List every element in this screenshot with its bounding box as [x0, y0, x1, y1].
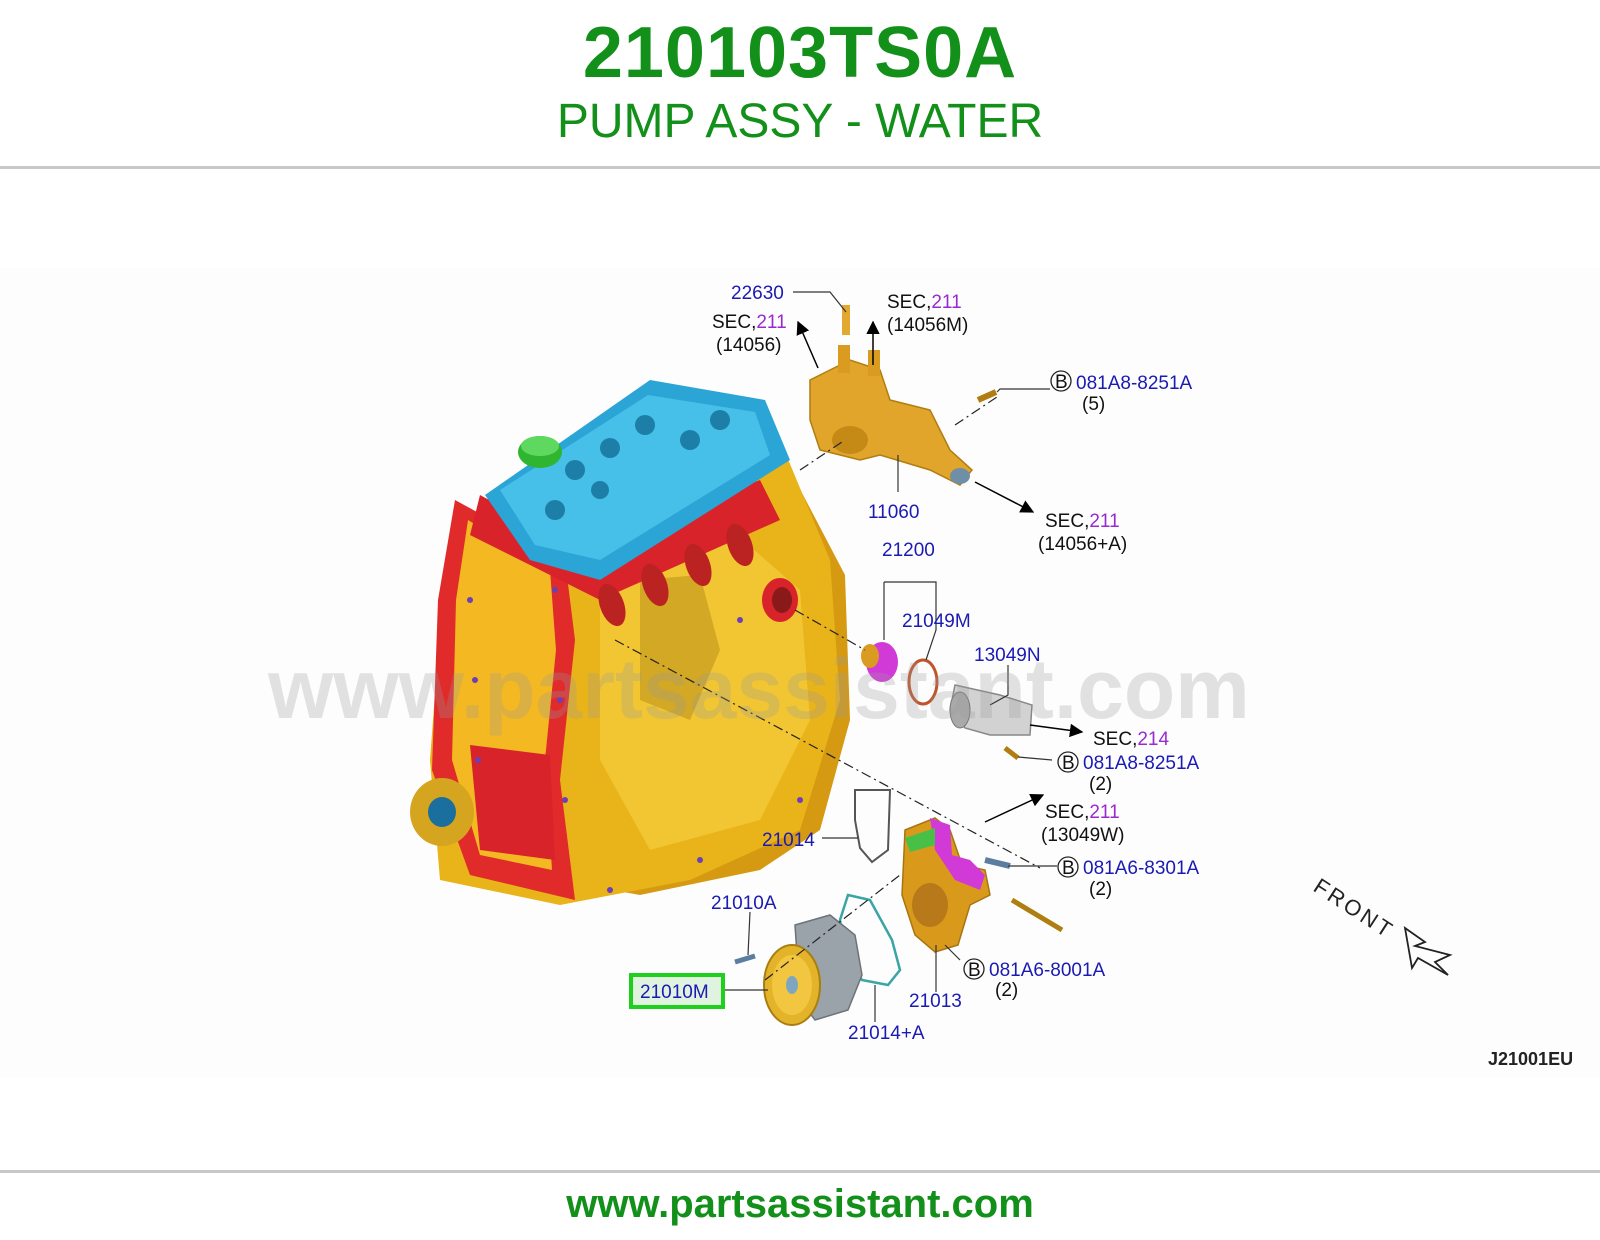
bolt-icon	[734, 953, 756, 965]
label-11060: 11060	[868, 502, 919, 523]
section-arrows	[796, 320, 1084, 823]
water-pump	[763, 914, 863, 1026]
svg-text:B: B	[968, 960, 981, 981]
svg-text:(2): (2)	[1089, 879, 1112, 900]
leader-lines	[723, 291, 1057, 1022]
bolt-ref: B 081A8-8251A (5)	[1050, 370, 1193, 415]
label-21010m: 21010M	[640, 982, 709, 1003]
label-21013: 21013	[909, 991, 962, 1012]
label-22630: 22630	[731, 283, 784, 304]
thermostat	[861, 642, 898, 682]
front-arrow-icon	[1403, 926, 1453, 976]
footer-url[interactable]: www.partsassistant.com	[566, 1182, 1034, 1226]
section-ref-code: (14056+A)	[1038, 534, 1127, 555]
gasket-21014	[854, 789, 892, 864]
svg-text:B: B	[1062, 753, 1075, 774]
watermark: www.partsassistant.com	[267, 642, 1250, 736]
section-ref: SEC,211	[887, 292, 962, 313]
label-13049n: 13049N	[974, 645, 1041, 666]
header: 210103TS0A PUMP ASSY - WATER	[0, 0, 1600, 168]
top-divider	[0, 166, 1600, 169]
o-ring	[907, 658, 939, 706]
section-ref-code: (14056M)	[887, 315, 968, 336]
assembly-lines	[614, 394, 1041, 981]
front-label: FRONT	[1309, 873, 1399, 943]
bolt-icon	[1010, 897, 1064, 933]
bottom-divider	[0, 1170, 1600, 1173]
diagram-canvas: www.partsassistant.com 22630 11060 21200…	[267, 283, 1573, 1069]
section-ref: SEC,211	[1045, 511, 1120, 532]
pump-housing	[901, 817, 991, 953]
section-ref-code: (14056)	[716, 335, 782, 356]
label-21049m: 21049M	[902, 611, 971, 632]
diagram-code: J21001EU	[1488, 1049, 1573, 1069]
label-21010a: 21010A	[711, 893, 777, 914]
svg-text:(2): (2)	[995, 980, 1018, 1001]
label-21200: 21200	[882, 540, 935, 561]
svg-text:081A6-8301A: 081A6-8301A	[1083, 858, 1200, 879]
bolt-icon	[984, 857, 1011, 869]
bolt-ref: B 081A8-8251A (2)	[1057, 751, 1200, 795]
bolt-icon	[976, 389, 998, 403]
bolt-ref: B 081A6-8301A (2)	[1057, 856, 1200, 900]
label-21014a: 21014+A	[848, 1023, 925, 1044]
svg-text:081A8-8251A: 081A8-8251A	[1076, 373, 1193, 394]
svg-text:(2): (2)	[1089, 774, 1112, 795]
svg-text:(5): (5)	[1082, 394, 1105, 415]
water-outlet-housing	[809, 305, 974, 486]
svg-text:081A6-8001A: 081A6-8001A	[989, 960, 1106, 981]
section-ref: SEC,214	[1093, 729, 1169, 750]
part-name: PUMP ASSY - WATER	[556, 95, 1044, 148]
svg-text:081A8-8251A: 081A8-8251A	[1083, 753, 1200, 774]
part-number: 210103TS0A	[582, 13, 1018, 93]
section-ref-code: (13049W)	[1041, 825, 1124, 846]
label-21014: 21014	[762, 830, 815, 851]
front-indicator: FRONT	[1309, 873, 1453, 976]
parts-diagram: www.partsassistant.com 22630 11060 21200…	[0, 268, 1600, 1078]
section-ref: SEC,211	[1045, 802, 1120, 823]
highlight-box	[629, 973, 725, 1009]
engine-block	[410, 380, 850, 905]
svg-text:B: B	[1055, 372, 1068, 393]
bolt-ref: B 081A6-8001A (2)	[963, 958, 1106, 1001]
water-inlet	[949, 684, 1033, 760]
section-ref: SEC,211	[712, 312, 787, 333]
svg-text:B: B	[1062, 858, 1075, 879]
